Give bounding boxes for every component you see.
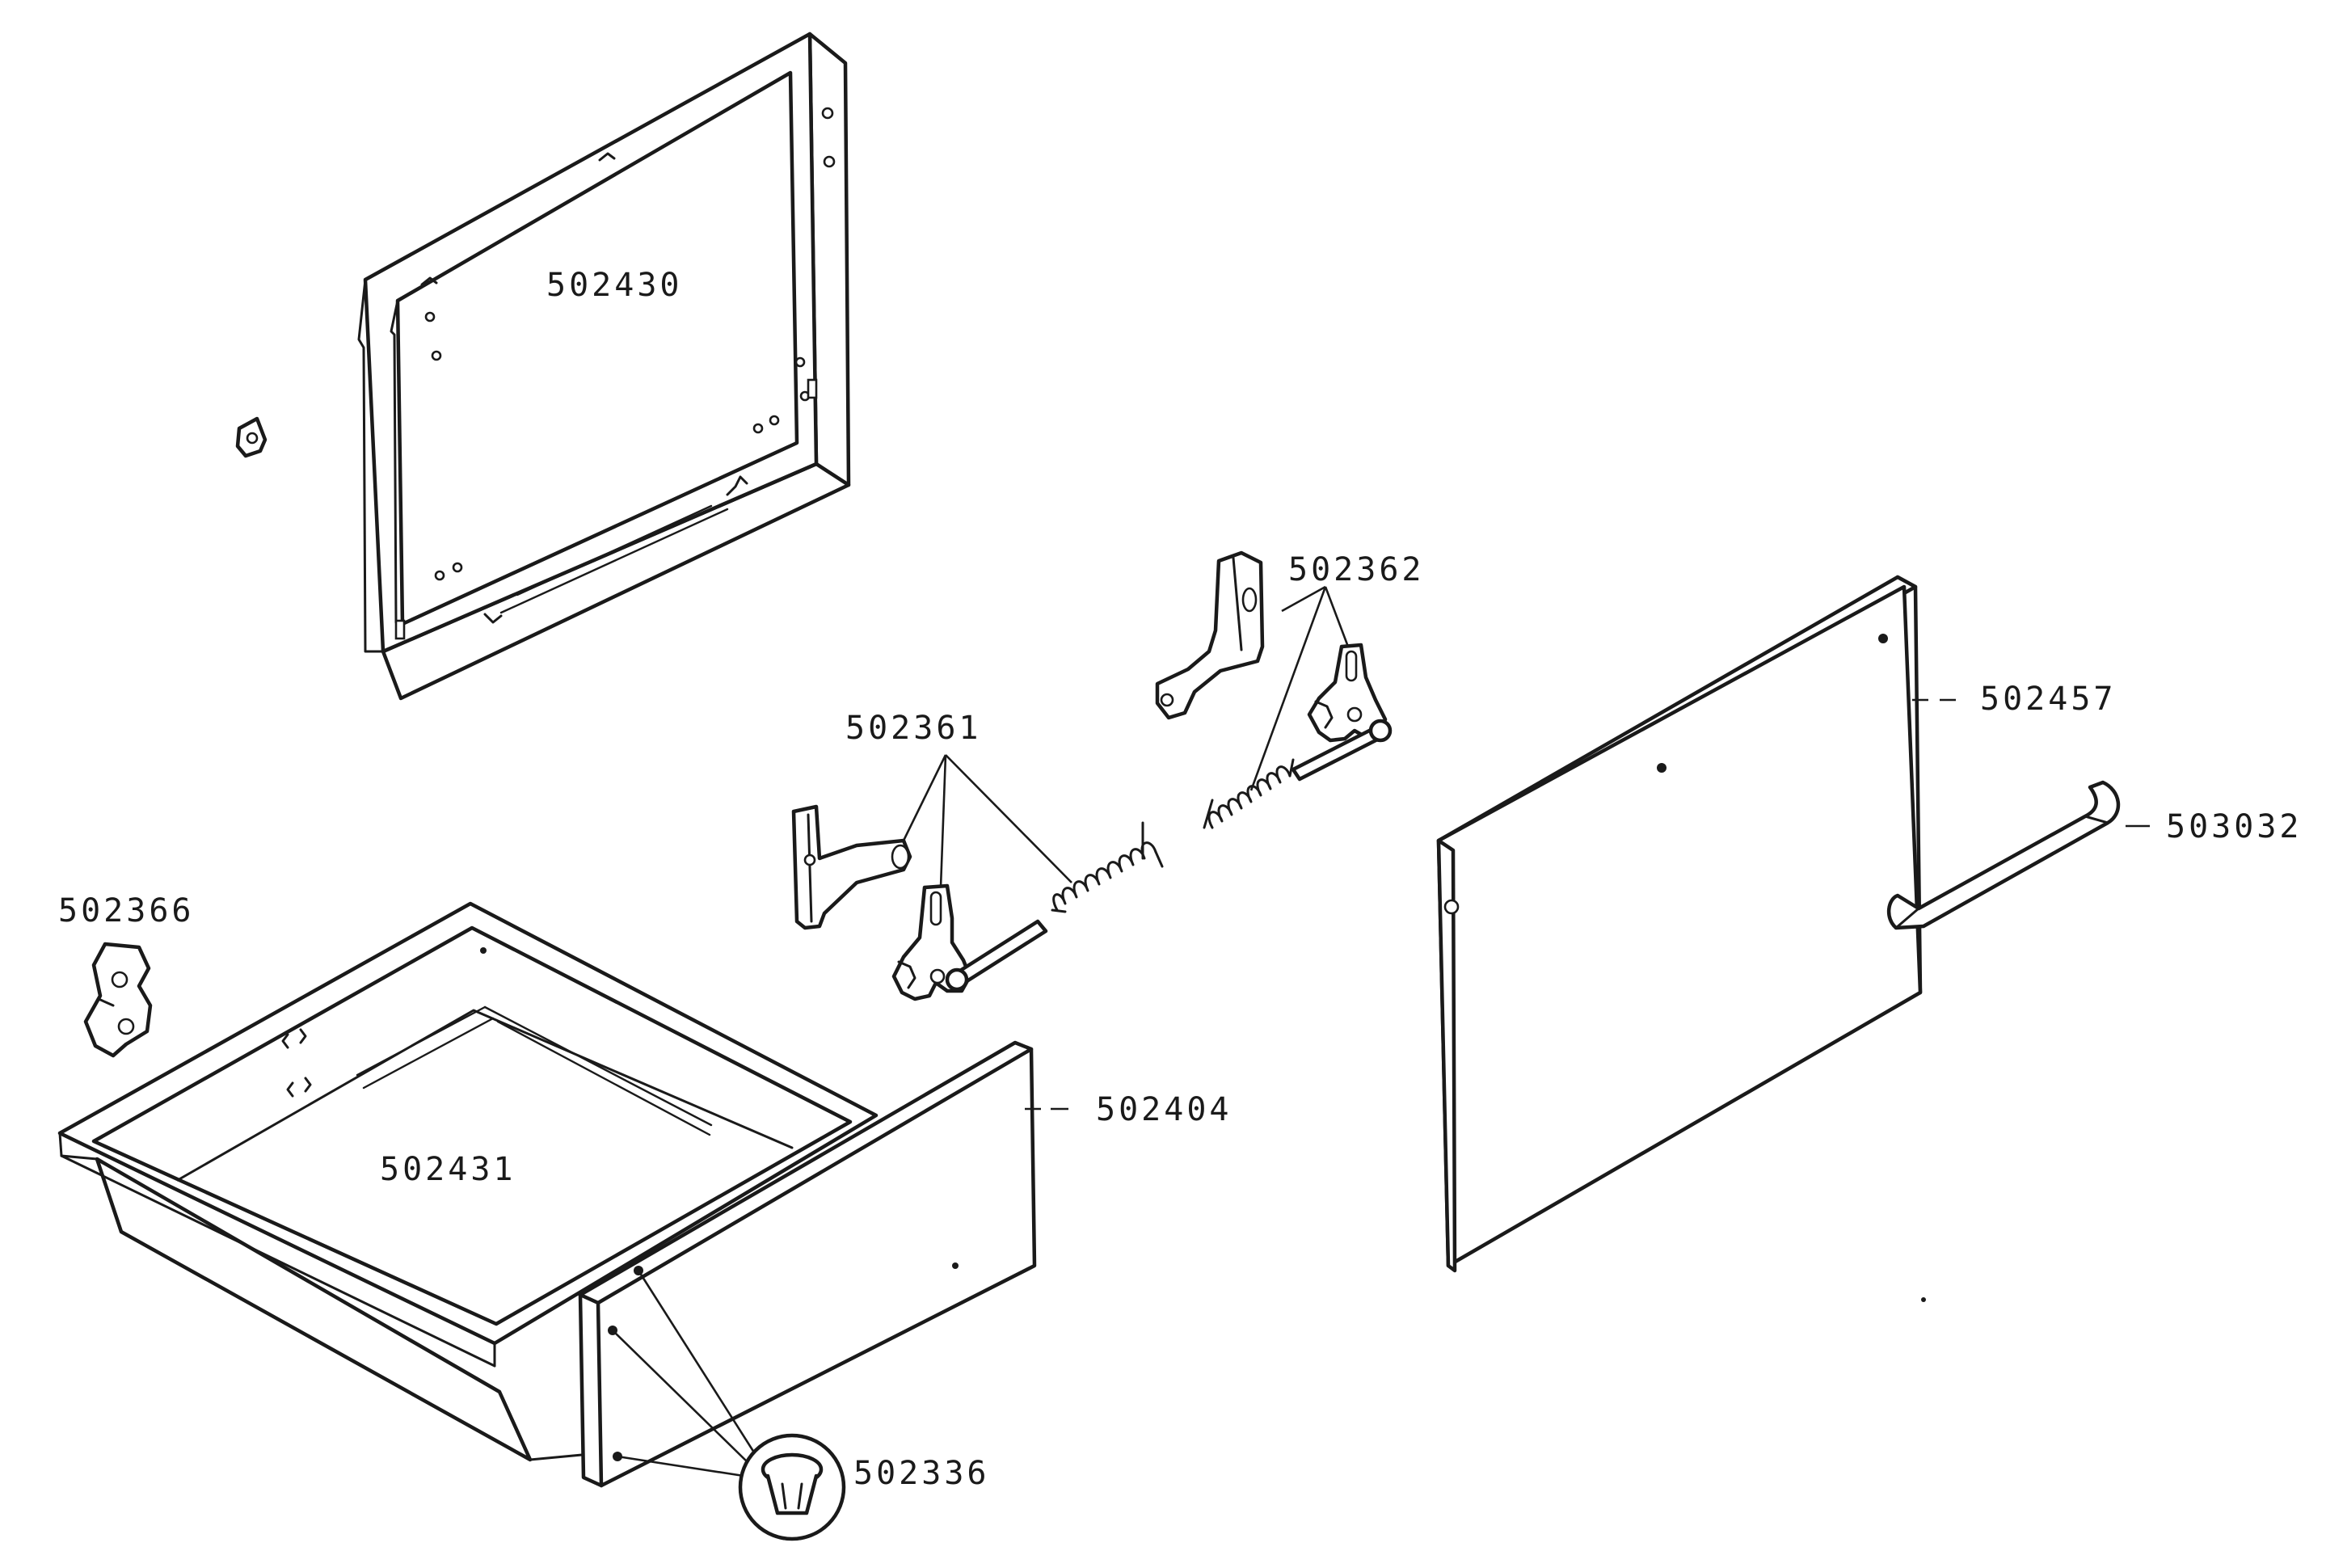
leader-lines bbox=[902, 585, 2150, 1111]
back-frame bbox=[357, 32, 851, 701]
loose-clip bbox=[235, 416, 268, 458]
left-spring bbox=[1051, 821, 1164, 913]
drawer-tray bbox=[57, 901, 879, 1462]
right-spring bbox=[1203, 758, 1295, 829]
label-door-panel: 502457 bbox=[1980, 681, 2117, 718]
label-drawer-latch: 502366 bbox=[58, 892, 195, 929]
label-door-handle: 503032 bbox=[2166, 808, 2303, 845]
right-hinge-assembly bbox=[1155, 550, 1393, 829]
label-back-frame: 502430 bbox=[546, 267, 683, 304]
drawer-latch bbox=[83, 942, 153, 1058]
label-push-fastener: 502336 bbox=[853, 1455, 990, 1492]
door-handle bbox=[1887, 780, 2121, 930]
drawer-front bbox=[578, 1040, 1037, 1488]
label-right-hinge: 502362 bbox=[1288, 551, 1425, 588]
door-panel bbox=[1436, 575, 1926, 1302]
push-fastener bbox=[612, 1270, 846, 1541]
left-hinge-assembly bbox=[791, 804, 1164, 1001]
part-labels: 502430 502362 502361 502457 503032 50236… bbox=[58, 267, 2303, 1492]
label-drawer-tray: 502431 bbox=[380, 1151, 516, 1188]
label-drawer-front: 502404 bbox=[1096, 1091, 1232, 1128]
label-left-hinge: 502361 bbox=[845, 710, 982, 747]
